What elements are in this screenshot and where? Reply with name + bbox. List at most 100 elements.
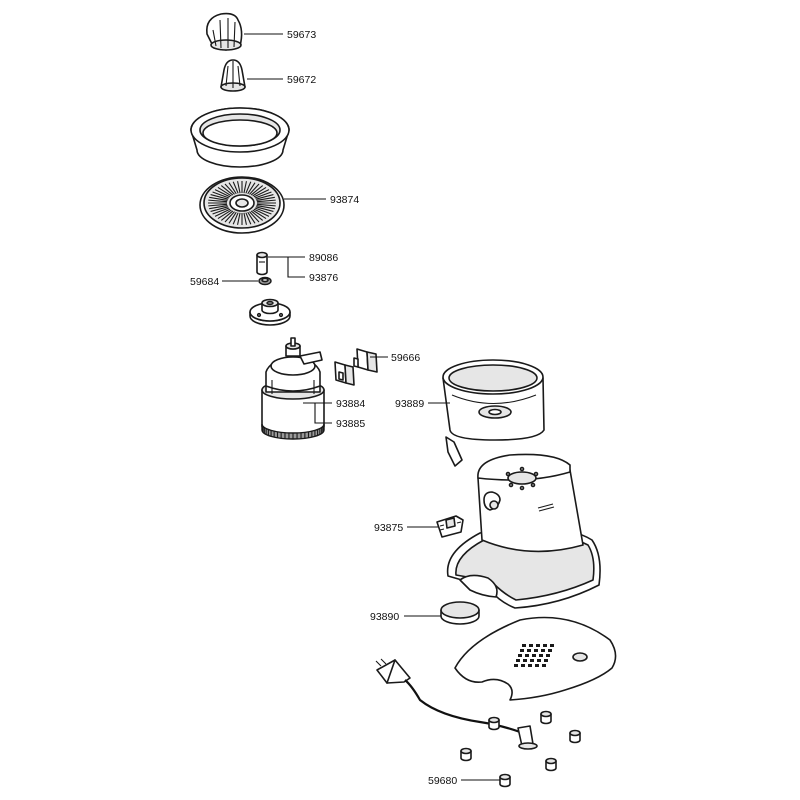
vent-hole — [520, 649, 524, 652]
vent-hole — [550, 644, 554, 647]
filter-slot — [214, 189, 231, 198]
filter-slot — [237, 212, 241, 225]
filter-slot — [217, 186, 232, 197]
vent-hole — [535, 664, 539, 667]
reamer-cone-small — [220, 59, 246, 92]
motor-housing-base — [446, 453, 601, 609]
filter-slot — [217, 209, 232, 220]
label-89086: 89086 — [309, 252, 338, 264]
filter-slot — [249, 211, 260, 223]
vent-hole — [527, 649, 531, 652]
label-93884: 93884 — [336, 398, 365, 410]
vent-hole — [542, 664, 546, 667]
filter-slot — [253, 208, 270, 217]
vent-hole — [546, 654, 550, 657]
filter-slot — [228, 182, 237, 195]
foot — [499, 773, 511, 788]
filter-slot — [254, 207, 272, 215]
base-plate — [454, 616, 617, 701]
filter-slot — [256, 196, 275, 201]
vent-hole — [525, 654, 529, 657]
vent-hole — [539, 654, 543, 657]
filter-disc — [199, 176, 285, 234]
reamer-cone-large — [205, 12, 243, 51]
filter-slot — [256, 199, 276, 203]
filter-slot — [252, 186, 267, 197]
filter-slot — [245, 181, 252, 194]
filter-slot — [224, 183, 235, 195]
filter-slot — [256, 203, 276, 207]
filter-slot — [247, 211, 256, 224]
vent-hole — [530, 659, 534, 662]
part-labels: 59673 59672 93874 89086 93876 59684 5966… — [190, 29, 457, 787]
juice-bowl — [442, 359, 545, 467]
filter-slot — [256, 205, 275, 210]
vent-hole — [521, 664, 525, 667]
filter-slot — [224, 211, 235, 223]
vent-hole — [522, 644, 526, 647]
filter-slot — [243, 212, 247, 225]
vent-hole — [529, 644, 533, 647]
vent-hole — [544, 659, 548, 662]
label-93875: 93875 — [374, 522, 403, 534]
filter-slot — [214, 208, 231, 217]
vent-hole — [537, 659, 541, 662]
filter-slot — [243, 181, 247, 194]
label-93885: 93885 — [336, 418, 365, 430]
filter-slot — [208, 203, 228, 207]
label-93889: 93889 — [395, 398, 424, 410]
foot — [488, 716, 500, 731]
leader-lines — [222, 33, 500, 781]
brush-holder-bottom — [334, 361, 355, 386]
label-59684: 59684 — [190, 276, 219, 288]
small-nut — [258, 276, 272, 286]
filter-slot — [210, 194, 229, 200]
filter-slot — [247, 182, 256, 195]
filter-slot — [237, 181, 241, 194]
foot — [569, 729, 581, 744]
filter-slot — [245, 212, 252, 225]
label-93874: 93874 — [330, 194, 359, 206]
label-93876: 93876 — [309, 272, 338, 284]
filter-slot — [250, 185, 264, 196]
juice-collar-ring — [190, 107, 290, 168]
filter-slot — [254, 191, 272, 199]
leader-89086-93876 — [268, 256, 305, 278]
label-59672: 59672 — [287, 74, 316, 86]
filter-slot — [252, 209, 267, 220]
filter-slot — [209, 205, 228, 210]
label-59666: 59666 — [391, 352, 420, 364]
filter-slot — [212, 207, 230, 215]
label-93890: 93890 — [370, 611, 399, 623]
drive-shaft — [256, 251, 268, 276]
motor-assembly — [261, 337, 325, 440]
vent-hole — [548, 649, 552, 652]
filter-slot — [253, 189, 270, 198]
brush-holder-top — [353, 348, 378, 373]
filter-slot — [228, 211, 237, 224]
filter-slot — [220, 210, 234, 221]
vent-hole — [516, 659, 520, 662]
round-cap — [440, 601, 480, 625]
filter-slot — [212, 191, 230, 199]
vent-hole — [541, 649, 545, 652]
foot — [540, 710, 552, 725]
vent-hole — [536, 644, 540, 647]
label-59673: 59673 — [287, 29, 316, 41]
vent-hole — [528, 664, 532, 667]
switch — [436, 515, 464, 538]
foot — [545, 757, 557, 772]
filter-slot — [232, 181, 239, 194]
filter-slot — [232, 212, 239, 225]
coupling-flange — [249, 298, 291, 326]
vent-hole — [532, 654, 536, 657]
filter-slot — [209, 196, 228, 201]
foot — [460, 747, 472, 762]
filter-slot — [250, 210, 264, 221]
rubber-feet — [460, 710, 581, 788]
filter-slot — [249, 183, 260, 195]
filter-slot — [210, 206, 229, 212]
leader-93884-93885 — [303, 402, 332, 424]
vent-hole — [543, 644, 547, 647]
